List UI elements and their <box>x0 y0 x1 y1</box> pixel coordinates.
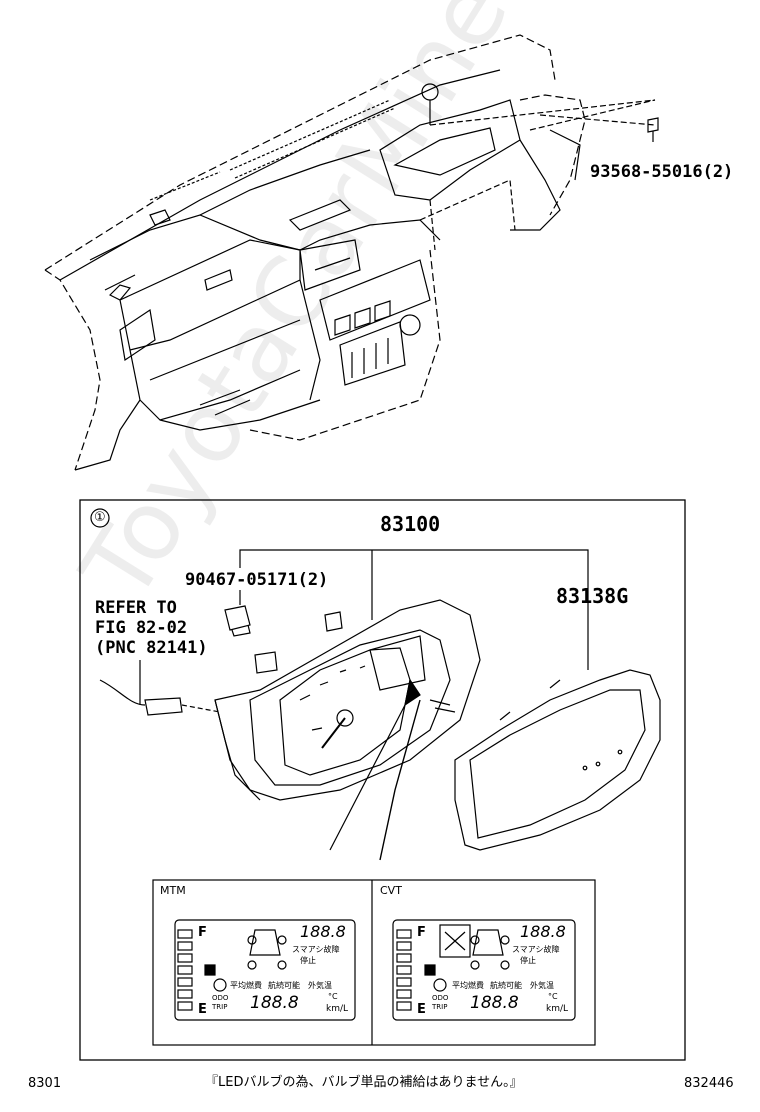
cvt-ext-text: 外気温 <box>530 981 554 990</box>
meter-assembly-illustration <box>214 599 481 861</box>
mtm-range-text: 航続可能 <box>268 981 300 990</box>
mtm-dist-unit: km/L <box>326 1004 349 1014</box>
variant-cvt-label: CVT <box>380 884 402 897</box>
mtm-warn-text: スマアシ故障 <box>292 945 340 954</box>
cvt-odo-text: ODO <box>432 994 449 1002</box>
mtm-odo-text: ODO <box>212 994 229 1002</box>
refer-line-2: FIG 82-02 <box>95 618 188 638</box>
mtm-odo-digits: 188.8 <box>250 993 299 1013</box>
bulb-part-label: 90467-05171(2) <box>185 570 329 590</box>
mtm-ext-text: 外気温 <box>308 981 332 990</box>
cvt-dist-unit: km/L <box>546 1004 569 1014</box>
mtm-avg-text: 平均燃費 <box>230 981 262 990</box>
cvt-fuel-empty: E <box>417 1002 426 1017</box>
wire-harness-icon <box>99 679 221 716</box>
refer-line-3: (PNC 82141) <box>95 638 208 658</box>
footer-note: 『LEDバルブの為、バルブ単品の補給はありません。』 <box>205 1075 523 1090</box>
mtm-trip-text: TRIP <box>212 1003 228 1011</box>
cvt-fuel-full: F <box>417 925 426 940</box>
variant-frame <box>152 879 596 1046</box>
mtm-temp-unit: °C <box>328 992 338 1001</box>
cvt-avg-text: 平均燃費 <box>452 981 484 990</box>
cvt-lcd-illustration <box>392 919 576 1021</box>
mtm-stop-text: 停止 <box>300 956 316 965</box>
footer-left-code: 8301 <box>28 1076 62 1091</box>
cvt-odo-digits: 188.8 <box>470 993 519 1013</box>
glass-part-label: 83138G <box>556 584 629 608</box>
cvt-stop-text: 停止 <box>520 956 536 965</box>
refer-line-1: REFER TO <box>95 598 177 618</box>
cvt-temp-unit: °C <box>548 992 558 1001</box>
dashboard-illustration <box>44 34 656 471</box>
cvt-clock-digits: 188.8 <box>520 922 566 941</box>
screw-part-icon <box>647 117 659 142</box>
cvt-trip-text: TRIP <box>432 1003 448 1011</box>
cvt-warn-text: スマアシ故障 <box>512 945 560 954</box>
meter-assembly-label: 83100 <box>380 512 441 536</box>
circle-marker-detail: ① <box>94 510 106 525</box>
detail-frame <box>79 499 686 1061</box>
circle-marker-detail-icon <box>90 508 110 528</box>
variant-mtm-label: MTM <box>160 884 186 897</box>
circle-marker-upper-icon <box>421 83 439 101</box>
mtm-lcd-illustration <box>174 919 356 1021</box>
mtm-fuel-full: F <box>198 925 207 940</box>
footer-right-code: 832446 <box>684 1076 734 1091</box>
meter-glass-illustration <box>454 669 661 851</box>
bulb-part-icon <box>224 605 251 637</box>
mtm-clock-digits: 188.8 <box>300 922 346 941</box>
cvt-range-text: 航続可能 <box>490 981 522 990</box>
mtm-fuel-empty: E <box>198 1002 207 1017</box>
screw-part-label: 93568-55016(2) <box>590 162 734 182</box>
